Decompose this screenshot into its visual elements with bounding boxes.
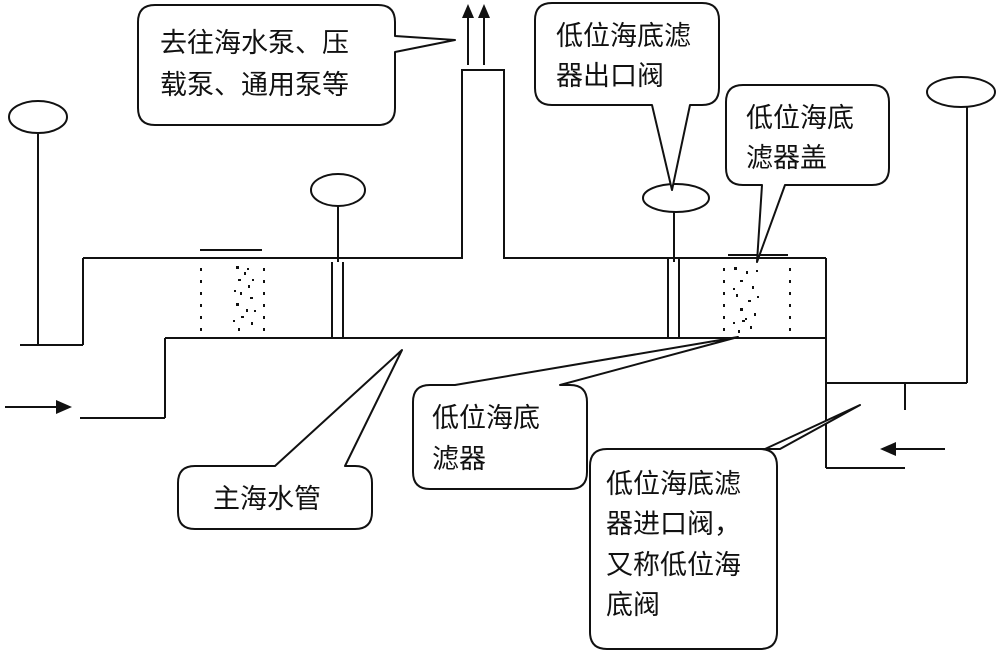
inlet-valve-label-line1: 低位海底滤 [606, 469, 741, 500]
inlet-arrow-right [880, 442, 945, 456]
right-filter [723, 254, 791, 333]
left-filter-outlet-valve [310, 173, 366, 338]
main-pipe-label: 主海水管 [213, 484, 321, 515]
inlet-valve-label-line4: 底阀 [606, 590, 660, 621]
inlet-valve-label-line3: 又称低位海 [606, 550, 741, 581]
pumps-label-line2: 载泵、通用泵等 [160, 70, 349, 101]
outlet-valve-label-line1: 低位海底滤 [556, 21, 691, 52]
callout-outlet-valve: 低位海底滤 器出口阀 [534, 2, 720, 191]
right-sea-chest-valve [905, 76, 996, 384]
main-sea-water-pipe [20, 69, 906, 469]
left-filter [200, 249, 265, 331]
left-outlet-handwheel-icon [310, 173, 366, 207]
callout-main-pipe: 主海水管 [177, 349, 403, 530]
left-sea-chest-valve [8, 100, 68, 345]
callout-to-pumps: 去往海水泵、压 载泵、通用泵等 [137, 4, 456, 126]
right-outlet-handwheel-icon [642, 183, 710, 213]
callout-filter: 低位海底 滤器 [412, 336, 739, 490]
callout-filter-cover: 低位海底 滤器盖 [725, 84, 890, 263]
outlet-arrows-up [462, 4, 490, 65]
filter-label-line1: 低位海底 [432, 403, 540, 434]
right-handwheel-icon [926, 76, 996, 108]
right-filter-outlet-valve [642, 183, 710, 338]
pumps-label-line1: 去往海水泵、压 [160, 28, 349, 59]
filter-label-line2: 滤器 [432, 444, 486, 475]
inlet-valve-label-line2: 器进口阀， [606, 509, 741, 540]
callout-inlet-valve: 低位海底滤 器进口阀， 又称低位海 底阀 [589, 404, 861, 650]
left-handwheel-icon [8, 100, 68, 134]
cover-label-line1: 低位海底 [746, 103, 854, 134]
inlet-arrow-left [5, 400, 72, 414]
cover-label-line2: 滤器盖 [746, 143, 827, 174]
outlet-valve-label-line2: 器出口阀 [556, 61, 664, 92]
